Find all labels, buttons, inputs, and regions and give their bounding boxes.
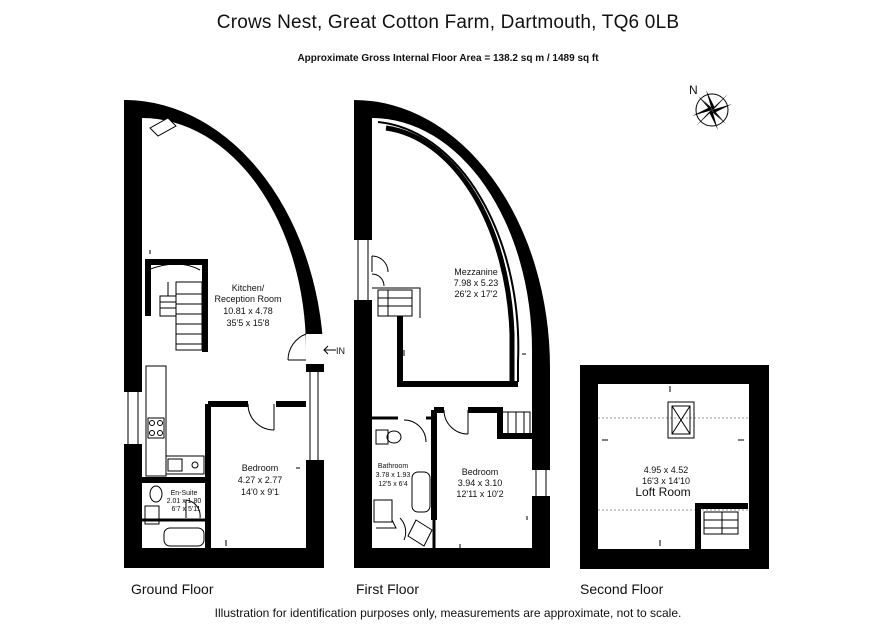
bathroom-name: Bathroom [378, 463, 409, 470]
loft-name: Loft Room [635, 485, 690, 499]
first-bedroom-metric: 3.94 x 3.10 [458, 478, 503, 488]
ensuite-metric: 2.01 x 1.80 [167, 498, 202, 505]
loft-metric: 4.95 x 4.52 [644, 465, 689, 475]
second-floor-plan [580, 365, 769, 569]
floor-area-summary: Approximate Gross Internal Floor Area = … [297, 53, 599, 64]
ground-floor-plan [124, 100, 324, 568]
second-floor-label: Second Floor [580, 581, 664, 597]
mezzanine-name: Mezzanine [454, 267, 498, 277]
ground-floor-label: Ground Floor [131, 581, 214, 597]
kitchen-name-line2: Reception Room [214, 294, 281, 304]
entrance-arrow-icon [323, 345, 336, 355]
ground-bedroom-name: Bedroom [242, 463, 279, 473]
mezzanine-imperial: 26'2 x 17'2 [455, 289, 498, 299]
ground-bedroom-imperial: 14'0 x 9'1 [241, 487, 279, 497]
ensuite-name: En-Suite [171, 490, 198, 497]
disclaimer-text: Illustration for identification purposes… [214, 606, 682, 620]
compass-north-label: N [689, 83, 698, 97]
ensuite-imperial: 6'7 x 5'11 [171, 506, 200, 513]
kitchen-name-line1: Kitchen/ [232, 283, 265, 293]
compass-rose [692, 90, 732, 130]
loft-imperial: 16'3 x 14'10 [642, 476, 690, 486]
entrance-label: IN [336, 346, 345, 356]
first-bedroom-name: Bedroom [462, 467, 499, 477]
first-floor-label: First Floor [356, 581, 419, 597]
page-title: Crows Nest, Great Cotton Farm, Dartmouth… [216, 12, 680, 33]
mezzanine-metric: 7.98 x 5.23 [454, 278, 499, 288]
kitchen-metric: 10.81 x 4.78 [223, 306, 273, 316]
kitchen-imperial: 35'5 x 15'8 [227, 318, 270, 328]
bathroom-metric: 3.78 x 1.93 [376, 472, 411, 479]
ground-bedroom-metric: 4.27 x 2.77 [238, 475, 283, 485]
bathroom-imperial: 12'5 x 6'4 [378, 481, 408, 488]
first-bedroom-imperial: 12'11 x 10'2 [456, 489, 503, 499]
first-floor-plan [354, 100, 550, 568]
